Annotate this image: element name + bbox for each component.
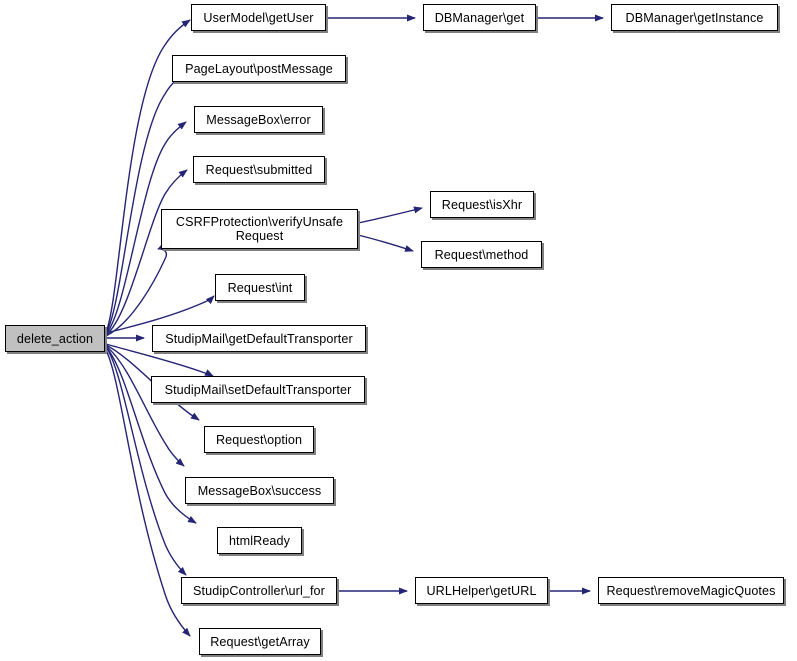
graph-node-postMessage[interactable]: PageLayout\postMessage [172, 55, 346, 82]
graph-node-verifyUnsafeRequest[interactable]: CSRFProtection\verifyUnsafe Request [161, 209, 358, 249]
graph-node-url_for[interactable]: StudipController\url_for [181, 577, 337, 604]
graph-node-delete_action[interactable]: delete_action [5, 325, 105, 352]
graph-node-int[interactable]: Request\int [215, 274, 305, 301]
graph-node-getUser[interactable]: UserModel\getUser [191, 4, 326, 31]
call-edge [105, 169, 188, 336]
graph-node-isXhr[interactable]: Request\isXhr [430, 191, 534, 218]
graph-node-removeMagicQuotes[interactable]: Request\removeMagicQuotes [598, 577, 784, 604]
graph-node-htmlReady[interactable]: htmlReady [217, 527, 302, 554]
graph-node-dbGet[interactable]: DBManager\get [423, 4, 536, 31]
graph-node-submitted[interactable]: Request\submitted [193, 156, 325, 183]
call-edge [105, 72, 185, 334]
graph-node-getArray[interactable]: Request\getArray [199, 628, 321, 655]
graph-node-getURL[interactable]: URLHelper\getURL [415, 577, 548, 604]
graph-node-setDefaultTransporter[interactable]: StudipMail\setDefaultTransporter [151, 376, 365, 403]
call-edge [105, 242, 167, 337]
call-edge [105, 345, 185, 467]
graph-node-dbGetInstance[interactable]: DBManager\getInstance [611, 4, 778, 31]
call-edge [105, 346, 197, 524]
graph-node-option[interactable]: Request\option [204, 426, 314, 453]
call-edge [357, 234, 414, 252]
graph-node-error[interactable]: MessageBox\error [194, 106, 323, 133]
graph-node-success[interactable]: MessageBox\success [185, 477, 334, 504]
call-edge [357, 206, 423, 224]
graph-node-method[interactable]: Request\method [421, 241, 542, 268]
graph-node-getDefaultTransporter[interactable]: StudipMail\getDefaultTransporter [152, 325, 366, 352]
